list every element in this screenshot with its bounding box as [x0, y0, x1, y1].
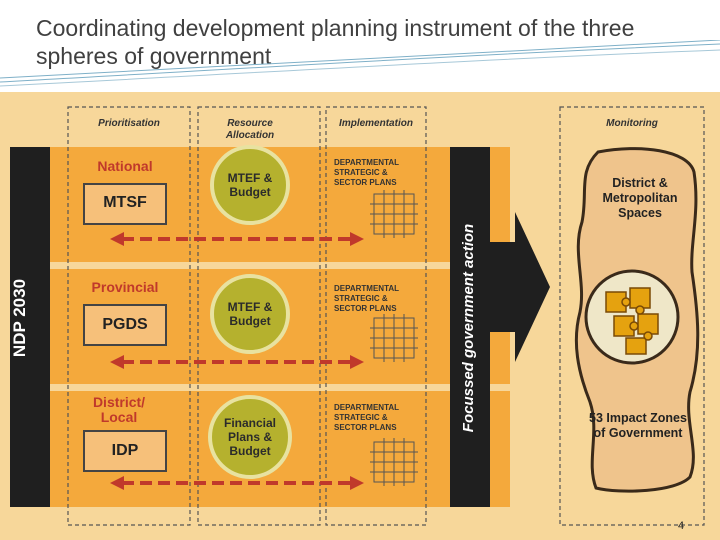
- dashed-arrow-local: [110, 476, 364, 490]
- plan-box-idp: [83, 430, 167, 472]
- circle-national: [210, 145, 290, 225]
- ndp-side-bar: [10, 147, 50, 507]
- circle-provincial: [210, 274, 290, 354]
- big-right-arrow: [490, 212, 550, 362]
- puzzle-icon: [605, 287, 659, 355]
- plan-box-pgds: [83, 304, 167, 346]
- column-frame-resource: [197, 106, 321, 526]
- plan-box-mtsf: [83, 183, 167, 225]
- dashed-arrow-national: [110, 232, 364, 246]
- grid-local: [370, 438, 418, 486]
- slide-title: Coordinating development planning instru…: [36, 15, 635, 69]
- column-frame-prioritisation: [67, 106, 191, 526]
- diagram-graphics: [10, 106, 705, 526]
- planning-diagram: Prioritisation Resource Allocation Imple…: [0, 92, 720, 540]
- dashed-arrow-provincial: [110, 355, 364, 369]
- grid-provincial: [370, 314, 418, 362]
- page-number: 4: [678, 520, 685, 532]
- action-bar: [450, 147, 490, 507]
- grid-national: [370, 190, 418, 238]
- column-frame-monitoring: [559, 106, 705, 526]
- circle-local: [208, 395, 292, 479]
- column-frame-implementation: [325, 106, 427, 526]
